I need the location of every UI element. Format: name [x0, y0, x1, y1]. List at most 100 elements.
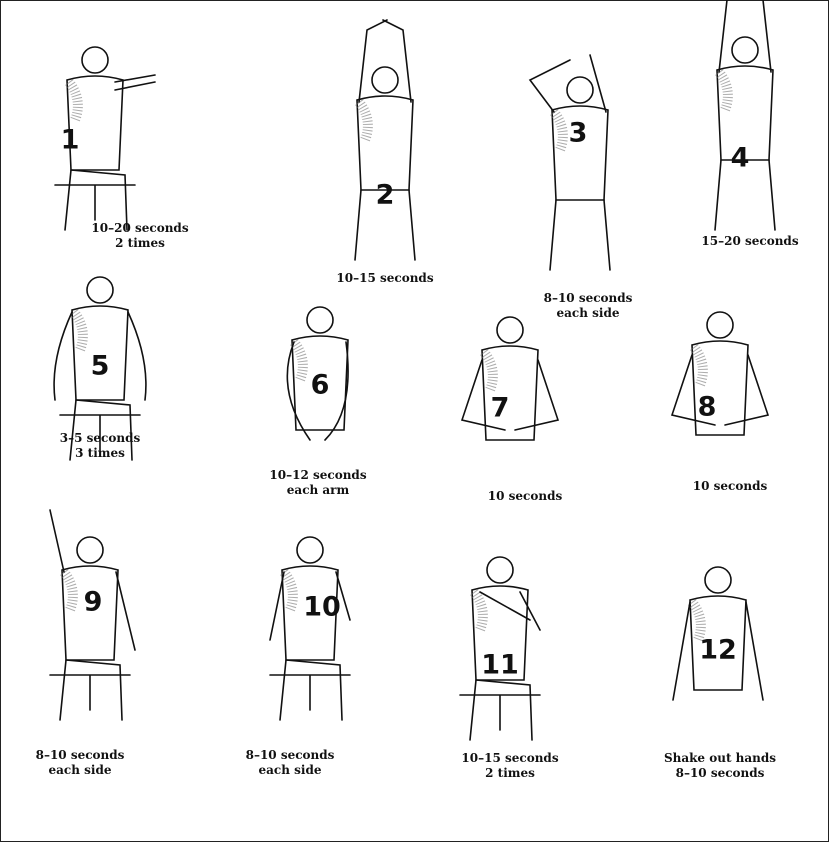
figure-3-head: [566, 76, 594, 104]
figure-5-head: [86, 276, 114, 304]
figure-10-arms: [269, 571, 351, 641]
caption-line: Shake out hands: [663, 751, 777, 765]
figure-8-head: [706, 311, 734, 339]
figure-7-muscle-shading: [479, 348, 498, 392]
figure-3-muscle-shading: [549, 108, 568, 152]
figure-2-muscle-shading: [354, 98, 373, 142]
exercise-number: 7: [490, 392, 510, 424]
figure-5-muscle-shading: [69, 308, 88, 352]
caption-line: 10 seconds: [692, 479, 768, 493]
figure-4-head: [731, 36, 759, 64]
exercise-number: 1: [60, 124, 80, 156]
figure-10-head: [296, 536, 324, 564]
exercise-caption: 10–15 seconds: [336, 271, 433, 286]
figure-2-torso: [356, 95, 414, 191]
caption-line: 2 times: [115, 236, 165, 250]
exercise-caption: 10 seconds: [488, 489, 562, 504]
caption-line: 10 seconds: [487, 489, 563, 503]
caption-line: 10–15 seconds: [461, 751, 559, 765]
figure-1-torso: [66, 75, 124, 171]
exercise-number: 11: [481, 649, 519, 681]
figure-10-legs: [279, 659, 343, 721]
caption-line: 2 times: [485, 766, 535, 780]
exercise-number: 12: [699, 634, 737, 666]
figure-10-chair: [269, 674, 351, 711]
figure-1-muscle-shading: [64, 78, 83, 122]
figure-2-arms: [358, 19, 412, 103]
figure-10-torso: [281, 565, 339, 661]
caption-line: 3–5 seconds: [59, 431, 141, 445]
exercise-number: 9: [83, 586, 103, 618]
figure-11-chair: [459, 694, 541, 731]
figure-7-arms: [460, 359, 560, 431]
caption-line: each side: [258, 763, 322, 777]
figure-1-head: [81, 46, 109, 74]
figure-12-arms: [672, 601, 764, 701]
figure-3-torso: [551, 105, 609, 201]
exercise-number: 10: [303, 591, 341, 623]
figure-12-muscle-shading: [687, 598, 706, 642]
exercise-number: 6: [310, 369, 330, 401]
figure-5-legs: [69, 399, 133, 461]
figure-12-head: [704, 566, 732, 594]
figure-6-arms: [286, 341, 349, 441]
caption-line: 8–10 seconds: [245, 748, 335, 762]
caption-line: 10–12 seconds: [269, 468, 367, 482]
figure-9-arms: [49, 509, 136, 651]
figure-7-head: [496, 316, 524, 344]
caption-line: each arm: [286, 483, 350, 497]
exercise-number: 3: [568, 117, 588, 149]
figure-3-legs: [549, 199, 611, 271]
figure-1-legs: [64, 169, 128, 231]
figure-9-head: [76, 536, 104, 564]
figure-2-legs: [354, 189, 416, 261]
figure-9-legs: [59, 659, 123, 721]
caption-line: each side: [556, 306, 620, 320]
figure-9-torso: [61, 565, 119, 661]
caption-line: 8–10 seconds: [35, 748, 125, 762]
caption-line: 15–20 seconds: [701, 234, 799, 248]
exercise-caption: 15–20 seconds: [701, 234, 798, 249]
figure-1-arms: [114, 74, 156, 91]
figure-11-muscle-shading: [469, 588, 488, 632]
exercise-caption: 10 seconds: [693, 479, 767, 494]
exercise-number: 4: [730, 142, 750, 174]
figure-11-head: [486, 556, 514, 584]
figure-11-arms: [479, 591, 541, 631]
figure-9-chair: [49, 674, 131, 711]
figure-12-torso: [689, 595, 747, 691]
figure-11-torso: [471, 585, 529, 681]
caption-line: each side: [48, 763, 112, 777]
figure-4-arms: [718, 0, 772, 73]
figure-5-arms: [53, 311, 147, 401]
caption-line: 3 times: [75, 446, 125, 460]
figure-1-chair: [54, 184, 136, 221]
figure-4-torso: [716, 65, 774, 161]
figure-5-torso: [71, 305, 129, 401]
exercise-number: 2: [375, 179, 395, 211]
figure-4-legs: [714, 159, 776, 231]
figure-11-legs: [469, 679, 533, 741]
figure-3-arms: [528, 54, 607, 113]
figure-8-arms: [670, 354, 770, 426]
figure-6-head: [306, 306, 334, 334]
caption-line: 8–10 seconds: [675, 766, 765, 780]
figure-6-muscle-shading: [289, 338, 308, 382]
figure-9-muscle-shading: [59, 568, 78, 612]
figure-2-head: [371, 66, 399, 94]
figure-10-muscle-shading: [279, 568, 298, 612]
figure-5-chair: [59, 414, 141, 451]
figure-6-torso: [291, 335, 349, 431]
figure-4-muscle-shading: [714, 68, 733, 112]
exercise-number: 5: [90, 350, 110, 382]
caption-line: 10–15 seconds: [336, 271, 434, 285]
figure-8-muscle-shading: [689, 343, 708, 387]
